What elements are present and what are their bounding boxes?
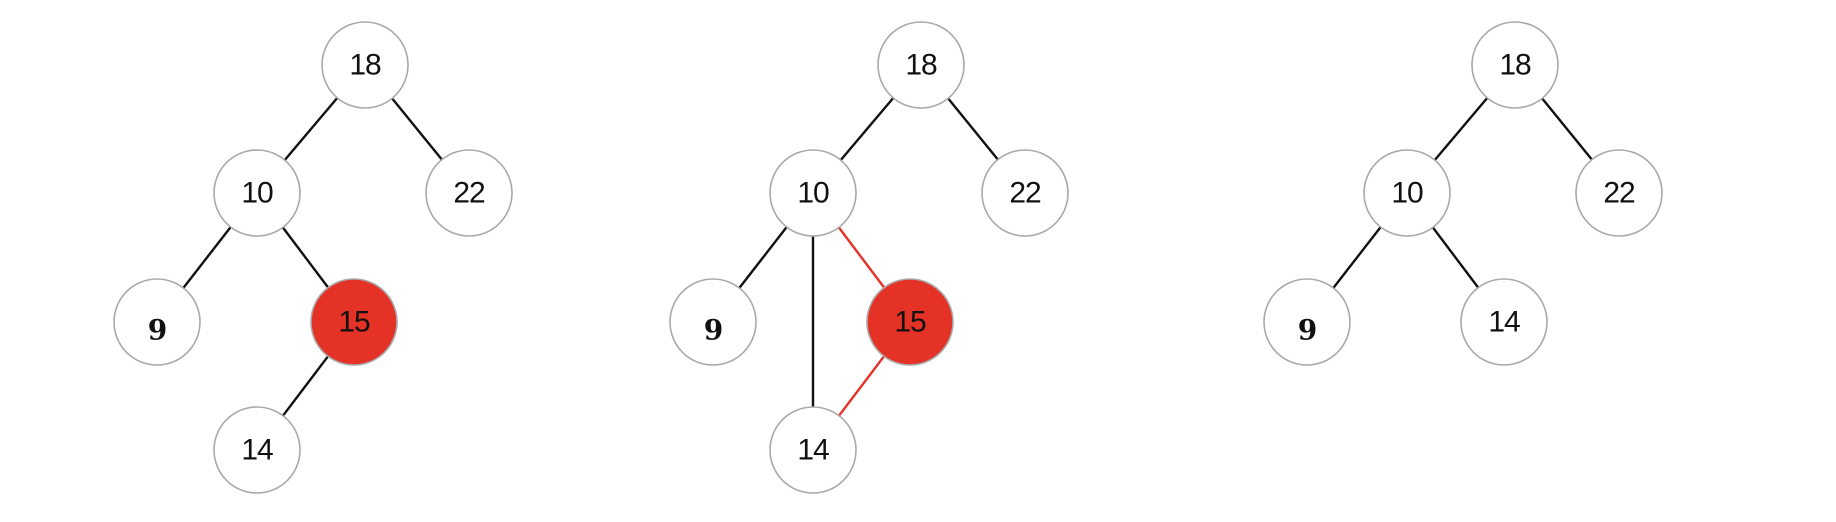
node-label: 18 [905, 49, 937, 82]
tree-node-18: 18 [1471, 21, 1559, 109]
tree-node-10: 10 [213, 149, 301, 237]
edge-18-22 [946, 97, 1000, 161]
tree-node-9: 9 [1263, 278, 1351, 366]
node-circle [669, 278, 757, 366]
node-label: 9 [148, 314, 166, 347]
edge-15-14 [281, 355, 330, 417]
edge-10-9 [182, 225, 232, 290]
node-circle [425, 149, 513, 237]
tree-node-15: 15 [866, 278, 954, 366]
tree-node-22: 22 [1575, 149, 1663, 237]
tree-node-10: 10 [1363, 149, 1451, 237]
edge-18-10 [1433, 96, 1489, 162]
edge-10-15 [281, 226, 330, 289]
node-label: 22 [1603, 177, 1635, 210]
tree-node-14: 14 [769, 406, 857, 494]
tree-node-14: 14 [213, 406, 301, 494]
node-label: 15 [894, 306, 926, 339]
node-circle [310, 278, 398, 366]
tree-node-9: 9 [113, 278, 201, 366]
edge-10-15 [837, 226, 886, 289]
tree-panel-before: 18 10 22 9 15 14 [113, 21, 513, 494]
node-circle [213, 149, 301, 237]
edge-18-22 [1540, 97, 1594, 161]
tree-node-22: 22 [981, 149, 1069, 237]
tree-panel-after: 18 10 22 9 14 [1263, 21, 1663, 366]
tree-node-22: 22 [425, 149, 513, 237]
tree-node-9: 9 [669, 278, 757, 366]
node-circle [1363, 149, 1451, 237]
node-circle [877, 21, 965, 109]
edge-18-10 [283, 96, 339, 162]
node-label: 10 [241, 177, 273, 210]
node-label: 22 [453, 177, 485, 210]
node-label: 18 [349, 49, 381, 82]
edge-15-14 [837, 355, 886, 417]
node-label: 14 [241, 434, 273, 467]
node-label: 10 [797, 177, 829, 210]
node-circle [213, 406, 301, 494]
node-label: 10 [1391, 177, 1423, 210]
node-circle [1471, 21, 1559, 109]
edge-10-9 [738, 225, 788, 290]
node-label: 14 [1488, 306, 1520, 339]
tree-node-18: 18 [321, 21, 409, 109]
node-label: 15 [338, 306, 370, 339]
node-label: 9 [704, 314, 722, 347]
node-circle [113, 278, 201, 366]
edge-18-10 [839, 96, 895, 162]
node-circle [981, 149, 1069, 237]
node-circle [1575, 149, 1663, 237]
tree-node-14: 14 [1460, 278, 1548, 366]
tree-node-15: 15 [310, 278, 398, 366]
node-circle [1460, 278, 1548, 366]
edge-10-14 [1431, 226, 1480, 289]
node-circle [769, 406, 857, 494]
node-circle [866, 278, 954, 366]
node-label: 22 [1009, 177, 1041, 210]
node-label: 9 [1298, 314, 1316, 347]
node-label: 18 [1499, 49, 1531, 82]
edge-10-9 [1332, 225, 1382, 290]
tree-panel-relink: 18 10 22 9 15 14 [669, 21, 1069, 494]
node-label: 14 [797, 434, 829, 467]
tree-node-18: 18 [877, 21, 965, 109]
node-circle [321, 21, 409, 109]
node-circle [769, 149, 857, 237]
edge-18-22 [390, 97, 444, 161]
node-circle [1263, 278, 1351, 366]
tree-node-10: 10 [769, 149, 857, 237]
